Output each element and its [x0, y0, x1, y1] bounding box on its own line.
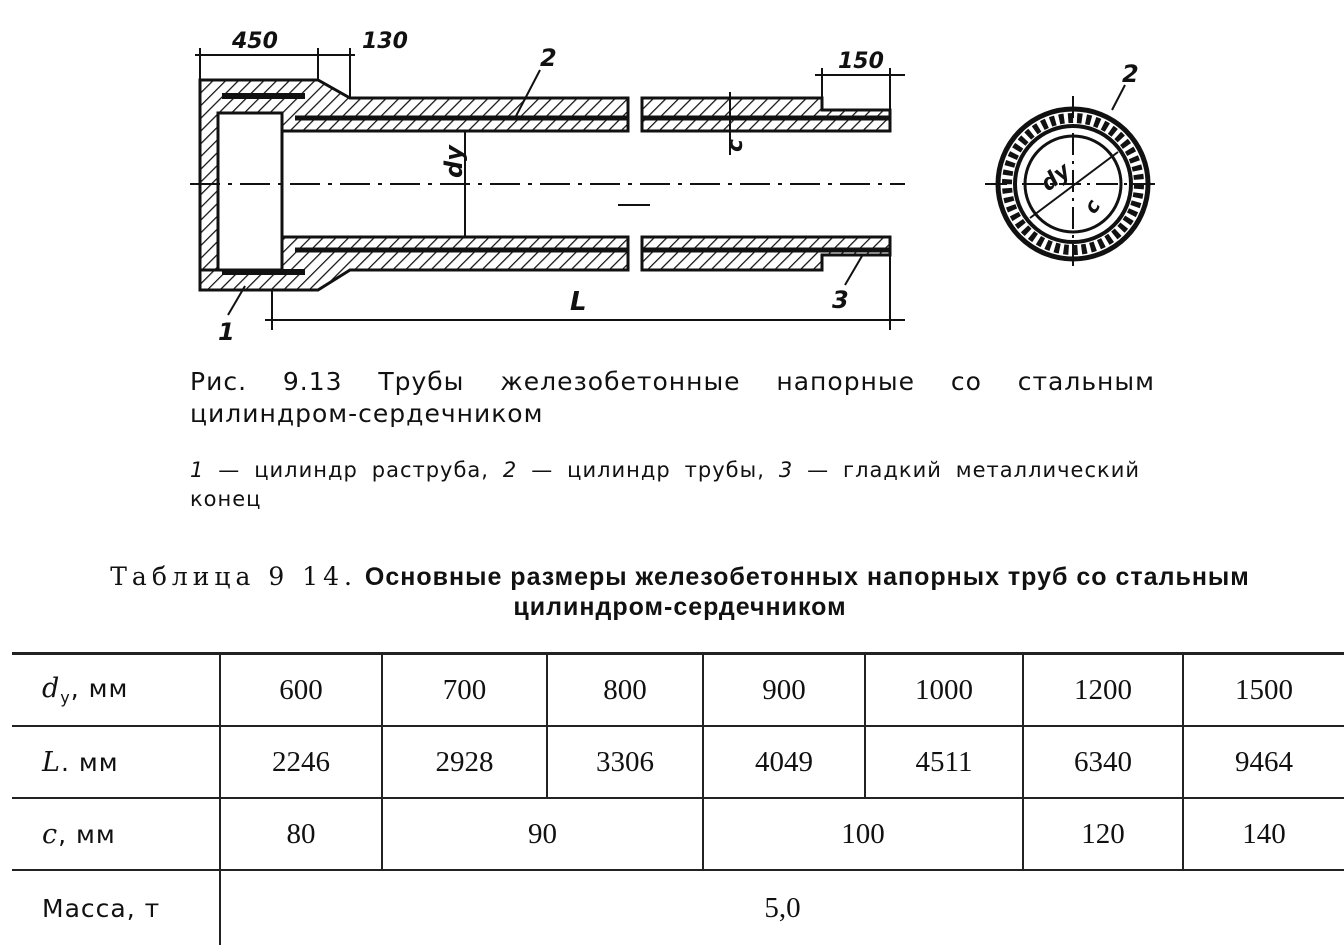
- dy-value: 900: [702, 652, 866, 727]
- table-title: Основные размеры железобетонных напорных…: [364, 563, 1250, 621]
- dy-unit: , мм: [70, 674, 129, 703]
- dim-length-label: L: [570, 287, 587, 317]
- length-unit: . мм: [60, 747, 119, 777]
- table-row-c: c, мм 80 90 100 120 140: [12, 797, 1344, 871]
- c-value: 120: [1022, 797, 1184, 871]
- legend-number-3: 3: [778, 458, 794, 482]
- c-value: 140: [1182, 797, 1344, 871]
- diameter-label: dy: [440, 144, 468, 178]
- dy-value: 1200: [1022, 652, 1184, 727]
- end-view: [985, 84, 1160, 272]
- figure-legend: 1 — цилиндр раструба, 2 — цилиндр трубы,…: [190, 456, 1140, 514]
- length-value: 9464: [1182, 725, 1344, 799]
- legend-text-1: — цилиндр раструба,: [204, 458, 503, 482]
- dy-value: 600: [219, 652, 383, 727]
- length-value: 4049: [702, 725, 866, 799]
- dy-subscript: у: [60, 688, 71, 707]
- dy-value: 1500: [1182, 652, 1344, 727]
- legend-text-3: — гладкий металлический конец: [190, 458, 1141, 511]
- end-view-callout-2: 2: [1122, 60, 1139, 88]
- dy-value: 700: [381, 652, 548, 727]
- end-view-diameter-label: dy: [1036, 157, 1076, 196]
- pipe-drawing: 450 130 150 L 1 2 3 dy c 2 dy c: [190, 29, 1160, 346]
- dy-symbol: d: [42, 673, 61, 704]
- legend-number-2: 2: [502, 458, 518, 482]
- row-label-dy: dу, мм: [12, 652, 221, 727]
- row-label-length: L. мм: [12, 725, 221, 799]
- callout-1: 1: [218, 318, 235, 346]
- table-heading: Таблица 9 14. Основные размеры железобет…: [60, 562, 1300, 622]
- c-symbol: c: [42, 818, 59, 850]
- table-row-mass: Масса, т 5,0: [12, 869, 1344, 945]
- legend-text-2: — цилиндр трубы,: [517, 458, 779, 482]
- table-row-length: L. мм 2246 2928 3306 4049 4511 6340 9464: [12, 725, 1344, 799]
- dy-value: 800: [546, 652, 704, 727]
- c-value: 90: [381, 797, 704, 871]
- mass-value: 5,0: [219, 869, 1344, 945]
- dy-value: 1000: [864, 652, 1024, 727]
- row-label-mass: Масса, т: [12, 869, 221, 945]
- c-value: 100: [702, 797, 1024, 871]
- figure-caption: Рис. 9.13 Трубы железобетонные напорные …: [190, 367, 1155, 428]
- dimensions-table: dу, мм 600 700 800 900 1000 1200 1500 L.…: [12, 652, 1344, 945]
- length-value: 2928: [381, 725, 548, 799]
- length-value: 6340: [1022, 725, 1184, 799]
- row-label-c: c, мм: [12, 797, 221, 871]
- length-value: 4511: [864, 725, 1024, 799]
- c-value: 80: [219, 797, 383, 871]
- wall-c-label: c: [723, 139, 748, 152]
- callout-2: 2: [540, 44, 557, 72]
- length-value: 2246: [219, 725, 383, 799]
- table-number: Таблица 9 14.: [110, 562, 357, 591]
- dim-150-label: 150: [838, 49, 884, 74]
- legend-number-1: 1: [190, 458, 205, 482]
- length-symbol: L: [42, 746, 61, 778]
- end-view-c-label: c: [1079, 195, 1106, 217]
- length-value: 3306: [546, 725, 704, 799]
- dim-450-label: 450: [231, 29, 278, 54]
- dimension-lines: [195, 48, 905, 330]
- pipe-longitudinal-section: [198, 78, 892, 292]
- callout-3: 3: [832, 286, 849, 314]
- table-row-dy: dу, мм 600 700 800 900 1000 1200 1500: [12, 652, 1344, 727]
- dim-130-label: 130: [362, 29, 408, 54]
- c-unit: , мм: [58, 819, 116, 849]
